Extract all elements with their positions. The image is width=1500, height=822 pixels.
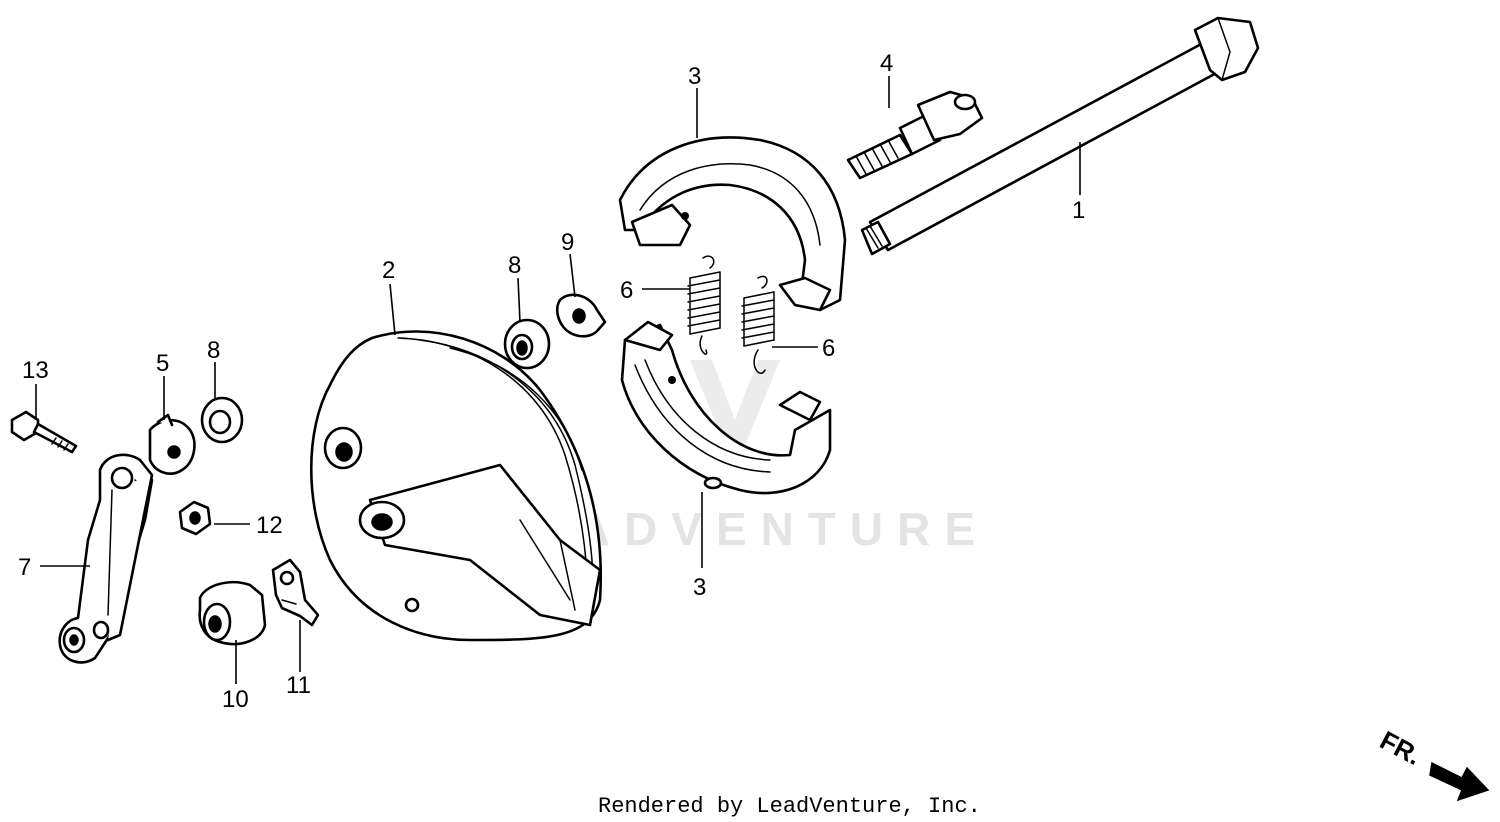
callout-10: 10 [222,686,249,713]
callout-8-lower: 8 [207,337,220,364]
part-indicator[interactable] [148,413,196,475]
part-bolt[interactable] [10,410,78,454]
part-brake-shoe-upper[interactable] [618,136,847,312]
callout-2: 2 [382,257,395,284]
callout-13: 13 [22,357,49,384]
callout-5: 5 [156,350,169,377]
leader-lines [35,76,1081,684]
callout-12: 12 [256,512,283,539]
callout-3-lower: 3 [693,574,706,601]
part-stopper-plate[interactable] [271,558,320,627]
callout-3-upper: 3 [688,63,701,90]
callout-6-left: 6 [620,277,633,304]
callout-9: 9 [561,229,574,256]
part-brake-cam[interactable] [846,90,984,180]
part-brake-panel[interactable] [309,330,603,642]
front-direction-indicator: FR. [1375,725,1490,802]
callout-1: 1 [1072,197,1085,224]
part-brake-shoe-lower[interactable] [620,320,832,495]
part-indicator-plate[interactable] [555,293,607,338]
callout-11: 11 [286,672,311,699]
part-seal-lower[interactable] [200,396,244,444]
part-spring-left[interactable] [687,255,721,355]
callout-8-upper: 8 [508,252,521,279]
front-arrow-icon [1429,761,1490,802]
callout-4: 4 [880,50,893,77]
footer-credit: Rendered by LeadVenture, Inc. [598,794,981,819]
callout-6-right: 6 [822,335,835,362]
part-brake-arm[interactable] [58,453,154,664]
part-nut[interactable] [178,500,212,536]
part-seal-upper[interactable] [503,318,551,370]
part-axle[interactable] [860,16,1260,256]
callout-labels: 1 2 3 3 4 5 6 6 7 8 8 9 10 11 12 13 [18,50,1085,713]
part-collar-nut[interactable] [198,580,267,646]
front-label: FR. [1375,725,1426,771]
callout-7: 7 [18,554,31,581]
part-spring-right[interactable] [741,275,775,374]
